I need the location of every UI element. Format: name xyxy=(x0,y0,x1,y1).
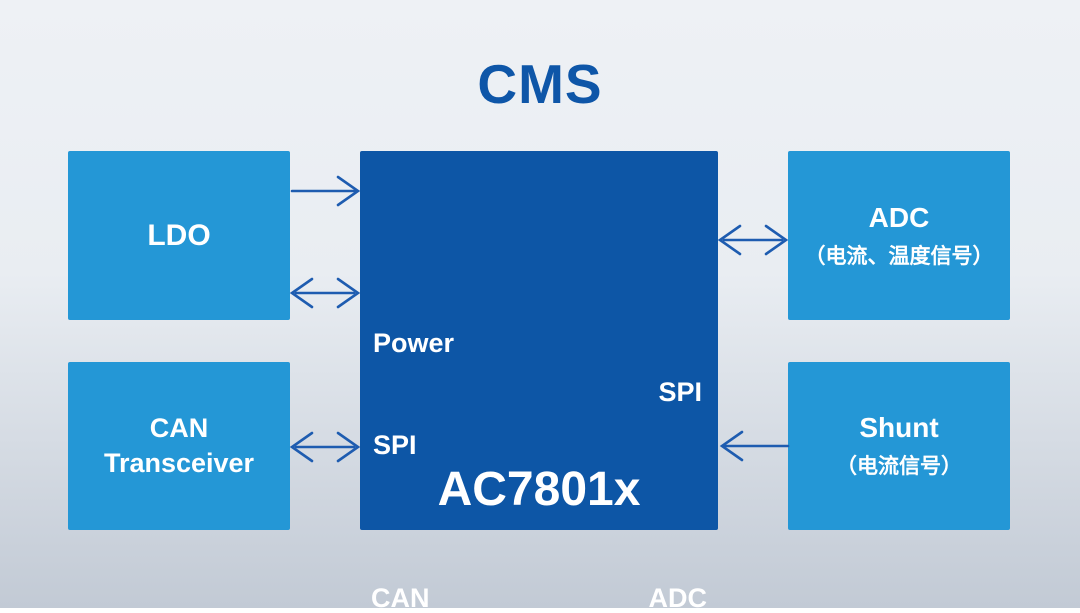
arrow-mcu-adc-spi xyxy=(717,224,789,256)
arrow-shunt-adc xyxy=(719,430,790,462)
block-shunt-sublabel: （电流信号） xyxy=(836,455,962,478)
mcu-port-can-label: CAN xyxy=(371,583,430,613)
diagram-title: CMS xyxy=(477,53,603,115)
block-adc-sublabel: （电流、温度信号） xyxy=(804,244,994,268)
block-can-transceiver-label-line2: Transceiver xyxy=(103,448,255,478)
arrow-ldo-spi xyxy=(289,277,361,309)
block-can-transceiver: CAN Transceiver xyxy=(68,362,290,530)
block-mcu-ac7801x: AC7801x Power SPI CAN SPI ADC xyxy=(360,151,718,612)
block-shunt: Shunt （电流信号） xyxy=(788,362,1010,530)
arrow-ldo-power xyxy=(290,175,361,207)
mcu-port-adc-label: ADC xyxy=(648,583,708,613)
block-ldo: LDO xyxy=(68,151,290,320)
block-ldo-label: LDO xyxy=(147,218,211,252)
block-adc: ADC （电流、温度信号） xyxy=(788,151,1010,320)
mcu-port-spi-right-label: SPI xyxy=(658,377,702,407)
block-shunt-label: Shunt xyxy=(859,412,939,443)
arrow-can-transceiver-can xyxy=(289,431,361,463)
mcu-port-spi-left-label: SPI xyxy=(373,430,417,460)
block-adc-label: ADC xyxy=(868,201,930,233)
mcu-port-power-label: Power xyxy=(373,328,455,358)
mcu-chip-label: AC7801x xyxy=(437,463,641,516)
block-can-transceiver-label-line1: CAN xyxy=(149,412,209,443)
